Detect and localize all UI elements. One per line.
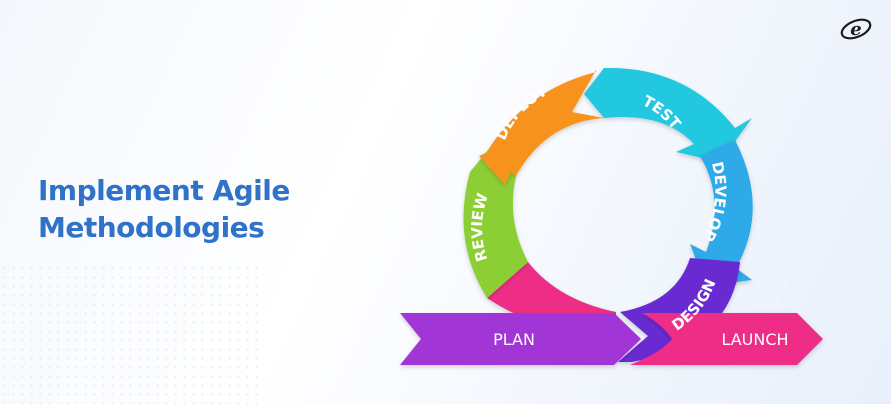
review-segment [463, 150, 528, 298]
dot-pattern-right [751, 180, 891, 330]
design-segment [618, 258, 740, 362]
title-line-2: Methodologies [38, 211, 265, 244]
plan-arrow [400, 313, 641, 365]
e-brand-logo-icon: e [840, 18, 872, 40]
launch-label: LAUNCH [721, 330, 788, 349]
test-segment [584, 67, 752, 162]
title-line-1: Implement Agile [38, 174, 290, 207]
logo-glyph: e [850, 19, 861, 40]
page-title: Implement Agile Methodologies [38, 172, 290, 246]
launch-arrow [630, 313, 823, 365]
dot-pattern-left [0, 264, 260, 404]
deploy-segment [479, 70, 604, 185]
plan-label: PLAN [493, 330, 535, 349]
develop-segment [690, 140, 753, 286]
